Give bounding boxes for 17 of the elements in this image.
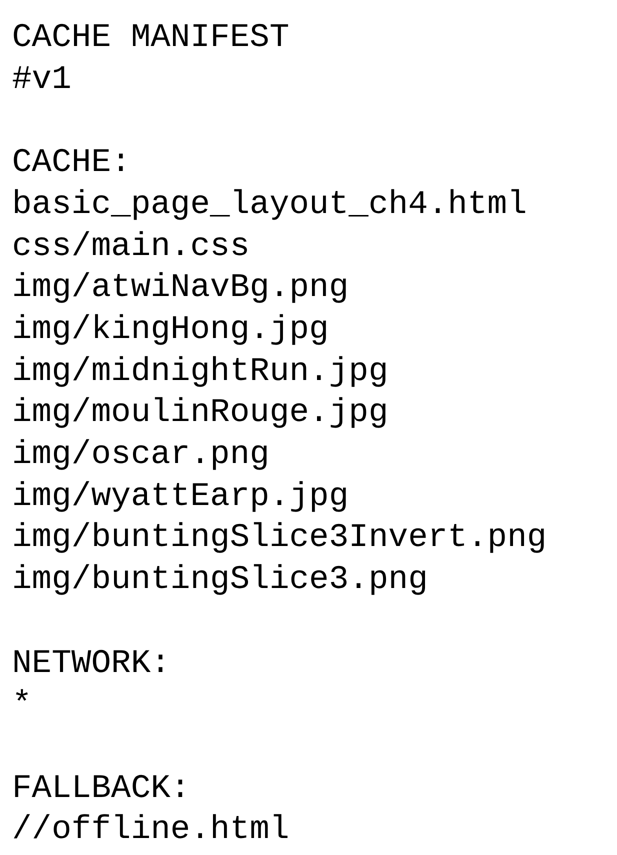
code-line: FALLBACK:: [12, 768, 190, 809]
code-line: *: [12, 685, 32, 726]
code-line: basic_page_layout_ch4.html: [12, 184, 527, 225]
code-line: img/buntingSlice3.png: [12, 560, 428, 600]
code-line: img/atwiNavBg.png: [12, 268, 349, 308]
code-line: //offline.html: [12, 810, 290, 850]
code-line: img/wyattEarp.jpg: [12, 476, 349, 517]
code-line: img/kingHong.jpg: [12, 310, 329, 350]
code-line: CACHE:: [12, 143, 131, 184]
code-line: img/midnightRun.jpg: [12, 352, 388, 392]
code-line: css/main.css: [12, 226, 250, 266]
code-line: img/moulinRouge.jpg: [12, 393, 388, 434]
code-line: img/buntingSlice3Invert.png: [12, 518, 547, 558]
code-line: NETWORK:: [12, 644, 170, 684]
code-line: #v1: [12, 60, 72, 100]
code-line: img/oscar.png: [12, 435, 270, 475]
code-line: CACHE MANIFEST: [12, 18, 290, 58]
